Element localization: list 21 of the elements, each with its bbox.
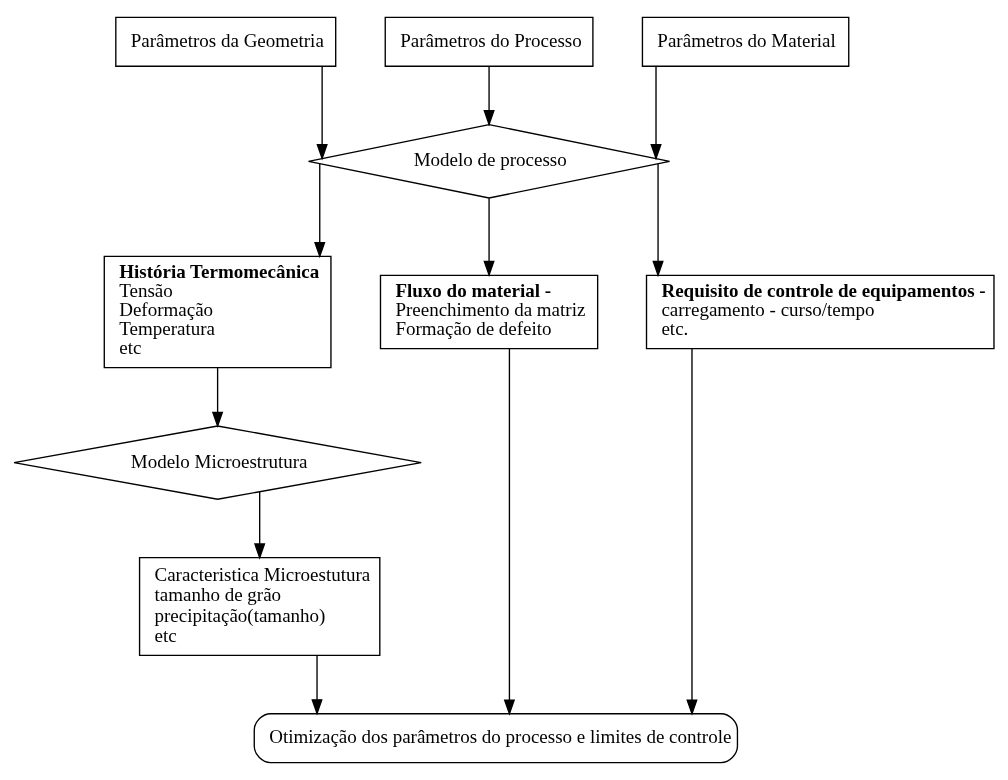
arrow (483, 197, 495, 277)
node-box: Parâmetros da Geometria (115, 16, 337, 67)
node-box: Requisito de controle de equipamentos - carregamento - curso/tempo etc. (645, 274, 995, 350)
arrow (314, 163, 326, 259)
node-box: Caracteristica Microestutura tamanho de grão precipitação(tamanho) etc (138, 556, 381, 657)
arrow (650, 65, 662, 161)
arrow (652, 163, 664, 278)
arrow (311, 654, 323, 716)
node-box: Fluxo do material - Preenchimento da matriz Formação de defeito (379, 274, 599, 350)
arrow (254, 491, 266, 560)
node-box: Otimização dos parâmetros do processo e limites de controle (253, 713, 739, 764)
node-diamond: Modelo de processo (307, 123, 671, 199)
node-box: Parâmetros do Material (641, 16, 850, 67)
arrow (483, 65, 495, 127)
arrow (316, 65, 328, 161)
node-diamond: Modelo Microestrutura (13, 425, 422, 500)
arrow (686, 348, 698, 716)
arrow (503, 348, 516, 716)
node-box: Parâmetros do Processo (384, 16, 594, 67)
arrow (211, 366, 224, 428)
node-box: História Termomecânica Tensão Deformação Temperatura etc (103, 255, 332, 369)
